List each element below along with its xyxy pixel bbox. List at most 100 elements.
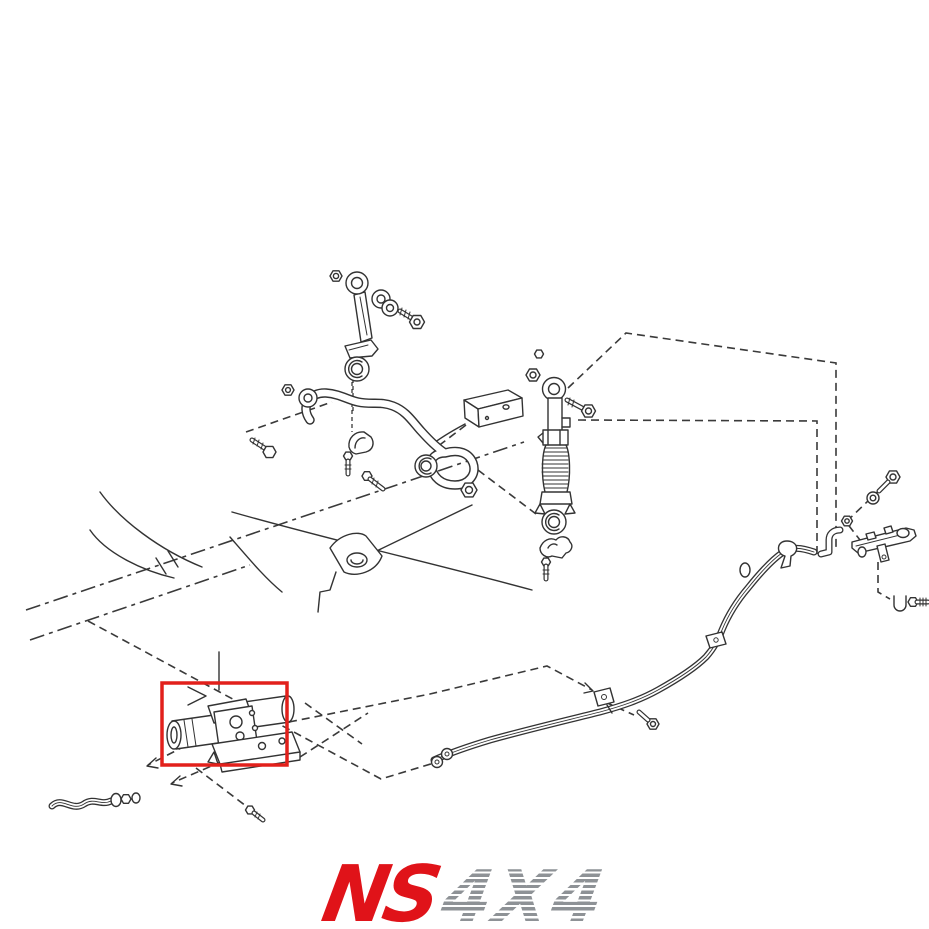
stabilizer-link xyxy=(329,270,426,359)
tube-clamp-tail xyxy=(606,704,613,714)
link-bolt-shaft-inner xyxy=(398,309,415,321)
hose-arrowhead-2 xyxy=(170,775,183,787)
connector-washer-hole xyxy=(869,494,877,502)
clamp-bolt-1-threads xyxy=(344,464,352,470)
valve-bolt-1 xyxy=(248,709,256,717)
leader-to-clip xyxy=(877,562,891,600)
valve-cylinder-left-ribs xyxy=(183,718,197,748)
leader-to-connector-2 xyxy=(577,419,818,556)
shock-collar xyxy=(542,429,569,446)
bushing-hole xyxy=(303,393,313,403)
bushing-clamp-arc xyxy=(354,437,366,449)
leader-to-connector-1 xyxy=(567,332,837,550)
connector-arm-hole xyxy=(881,554,887,560)
shock-lower-bolt-threads xyxy=(542,569,550,575)
shock-lower-bushing-hole xyxy=(547,515,561,529)
bracket-notch-arc xyxy=(350,559,364,565)
frame-curve-1 xyxy=(99,491,203,568)
tube-ring-clamp xyxy=(739,562,751,578)
link-nut-hole xyxy=(332,272,340,280)
stabilizer-bar-right-fasteners xyxy=(414,454,478,498)
shock-top-nut-hole xyxy=(529,371,537,379)
logo-stripes xyxy=(434,868,615,923)
link-bushing-1-hole xyxy=(376,294,386,304)
bar-nut-hole xyxy=(464,485,474,495)
leader-valve-to-tubes xyxy=(288,665,593,723)
tube-clamp-mid xyxy=(593,687,615,707)
clip xyxy=(893,595,907,612)
shock-bolt-threads xyxy=(567,397,575,408)
leveling-connector xyxy=(817,470,929,612)
bracket-dot xyxy=(484,415,490,421)
shock-lower-mount xyxy=(539,491,573,505)
shock-bolt-head-hole xyxy=(584,407,593,415)
frame-bracket xyxy=(317,532,383,613)
flexible-hose xyxy=(52,792,141,808)
connector-end-cap xyxy=(896,527,910,539)
shock-top-nut-small xyxy=(533,349,545,359)
valve-port-1 xyxy=(229,715,243,729)
height-control-valve xyxy=(166,651,301,773)
connector-bump-1 xyxy=(865,531,877,541)
screw-bottom-left xyxy=(244,805,266,823)
link-bushing-2-hole xyxy=(385,303,395,313)
valve-base-hole-1 xyxy=(257,741,267,751)
logo-4x4-text: 4X4 xyxy=(434,855,615,929)
nut-hole xyxy=(284,386,292,394)
valve-base-hole-2 xyxy=(278,737,286,745)
connector-ring xyxy=(857,546,867,558)
leader-chevron xyxy=(187,686,207,706)
frame-rail-upper xyxy=(25,441,525,611)
screw-threads xyxy=(919,597,927,607)
hose-fitting-1 xyxy=(110,792,122,808)
bracket-step xyxy=(317,571,337,613)
tube-bolt-shaft-inner xyxy=(637,710,650,722)
highlight-box[interactable] xyxy=(160,681,289,767)
frame-mount-bracket xyxy=(463,389,524,428)
crossmember-curve-2 xyxy=(229,536,283,593)
valve-bolt-2 xyxy=(251,724,259,732)
frame-rails xyxy=(25,441,525,641)
leader-arrowhead xyxy=(583,682,594,694)
bushing-clamp xyxy=(348,431,374,455)
bushing-retainer xyxy=(344,356,370,382)
tube-fitting-1-hole xyxy=(434,759,440,765)
tube-clamp-2-hole xyxy=(713,637,719,643)
link-foot xyxy=(344,339,379,359)
shock-tab xyxy=(561,417,571,428)
link-foot-line xyxy=(348,344,369,351)
shock-upper-body xyxy=(547,397,563,433)
shock-clamp-arc xyxy=(547,543,558,549)
retainer-c-cut xyxy=(347,359,363,379)
shock-collar-detail xyxy=(537,429,561,446)
bracket-hole xyxy=(502,404,510,410)
link-body xyxy=(353,291,373,343)
bolt-a-head xyxy=(262,445,277,459)
frame-ticks xyxy=(155,550,179,575)
tube-clamp-2 xyxy=(705,631,727,649)
connector-bump-2 xyxy=(883,525,894,535)
connector-bolt-head-hole xyxy=(889,473,897,481)
valve-foot xyxy=(207,751,219,765)
screw-head xyxy=(907,597,919,607)
tube-fitting-1 xyxy=(430,755,444,769)
connector-elbow-i xyxy=(818,527,843,557)
link-eye-hole xyxy=(350,276,364,290)
link-body-line xyxy=(359,296,368,336)
hose-fitting-hex xyxy=(120,794,132,804)
bellows-right xyxy=(565,444,571,493)
tube-fitting-2 xyxy=(440,747,454,761)
height-control-tubes xyxy=(430,540,815,769)
tube-hook-bracket xyxy=(777,540,798,569)
shock-eye-hole xyxy=(547,382,561,396)
stabilizer-bar xyxy=(306,393,474,485)
connector-bolt-shaft-inner xyxy=(877,480,890,493)
tube-clamp-mid-hole xyxy=(601,694,607,700)
bolt-a xyxy=(249,437,277,459)
logo-ns-text: NS xyxy=(315,850,443,929)
bolt-a-threads xyxy=(252,437,264,450)
bracket-notch xyxy=(346,552,368,568)
link-bolt-threads xyxy=(399,307,411,320)
leader-lines xyxy=(87,332,891,807)
